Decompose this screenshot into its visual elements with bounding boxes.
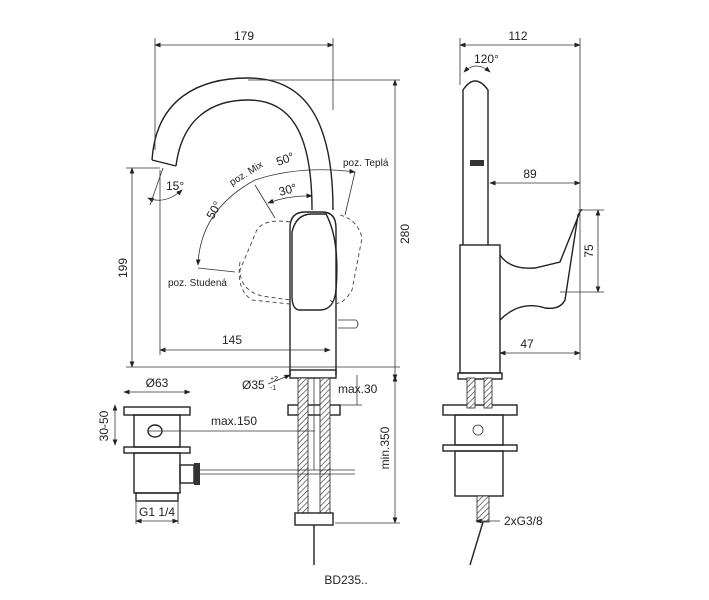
- dim-spout-height: 199: [116, 258, 130, 278]
- dim-lever-height: 75: [582, 244, 596, 258]
- dim-body-offset: 47: [520, 337, 534, 351]
- label-poz-studena: poz. Studená: [168, 278, 227, 289]
- side-body: [459, 244, 501, 374]
- dim-waste-thread: G1 1/4: [139, 505, 175, 519]
- tolerance-minus: -1: [270, 385, 276, 392]
- tolerance-plus: +2: [270, 376, 278, 383]
- dim-max-30: max.30: [338, 382, 378, 396]
- dim-waste-diameter: Ø63: [146, 376, 169, 390]
- lever: [291, 213, 338, 311]
- dim-spout-reach: 145: [222, 333, 242, 347]
- dim-hole-diameter: Ø35: [242, 378, 265, 392]
- dim-waste-height: 30-50: [97, 410, 111, 441]
- lever-cold-position: [239, 220, 291, 301]
- model-code: BD235..: [324, 573, 367, 587]
- swivel-angle: 120°: [474, 52, 499, 66]
- front-view: 179 199 280 145 15° 50° 30° 50° poz. Mix…: [97, 29, 412, 587]
- angle-mix-hot: 50°: [274, 149, 296, 168]
- angle-inner: 30°: [277, 181, 298, 199]
- angle-mix-cold: 50°: [203, 199, 224, 222]
- spout-angle: 15°: [166, 179, 184, 193]
- side-spout: [462, 80, 489, 245]
- lever-hot-position: [329, 214, 363, 304]
- dim-width-179: 179: [234, 29, 254, 43]
- spout: [151, 77, 334, 211]
- dim-min-350: min.350: [378, 426, 392, 469]
- dim-total-height: 280: [398, 224, 412, 244]
- label-poz-tepla: poz. Teplá: [343, 158, 389, 169]
- side-view: 112 120° 89 75 47 2xG3/8: [442, 29, 604, 566]
- mixer-body: [289, 211, 337, 375]
- waste-valve: [123, 406, 315, 502]
- dim-max-150: max.150: [211, 414, 257, 428]
- dim-hose-thread: 2xG3/8: [504, 514, 543, 528]
- label-poz-mix: poz. Mix: [228, 159, 265, 188]
- dim-depth-112: 112: [508, 29, 527, 43]
- dim-lever-depth: 89: [523, 167, 537, 181]
